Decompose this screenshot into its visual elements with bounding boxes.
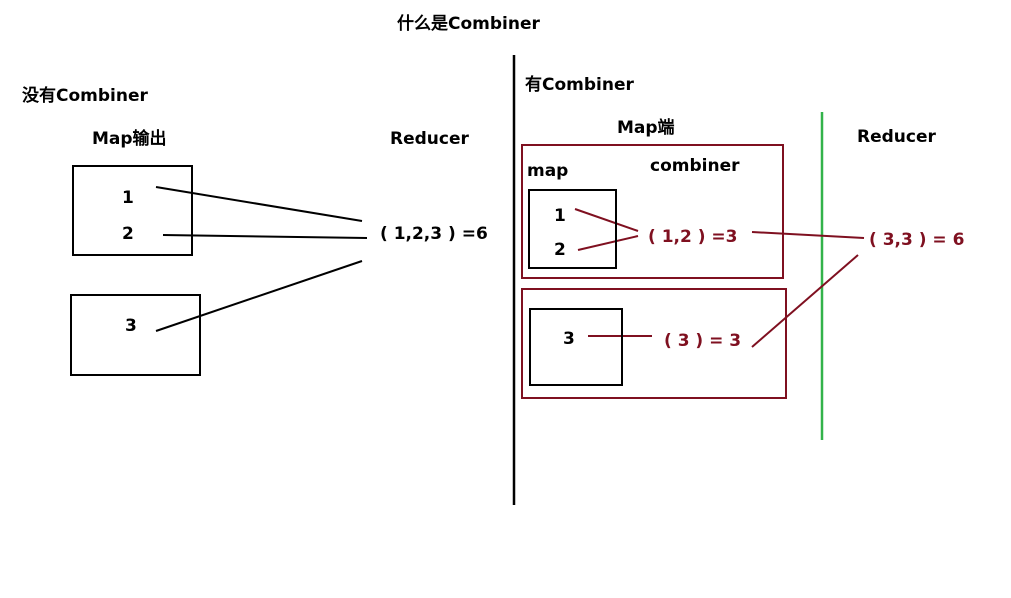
right-heading: 有Combiner [525,75,634,95]
left-reduce-result: ( 1,2,3 ) =6 [380,224,488,244]
map-box-2 [529,308,623,386]
left-box1-value-2: 2 [122,224,134,244]
left-box2-value-1: 3 [125,316,137,336]
connector-left-3 [155,260,363,332]
connector-combine1-reducer [751,231,865,239]
map-output-label: Map输出 [92,129,167,149]
map-side-label: Map端 [617,118,675,138]
combine1-result: ( 1,2 ) =3 [648,227,738,247]
connector-left-2 [162,234,368,239]
right-box2-value-1: 3 [563,329,575,349]
right-box1-value-2: 2 [554,240,566,260]
right-reducer-label: Reducer [857,127,936,147]
map-label: map [527,161,569,181]
combine2-result: ( 3 ) = 3 [664,331,742,351]
left-reducer-label: Reducer [390,129,469,149]
left-map-box-1 [72,165,193,256]
connector-right-2 [577,235,639,251]
left-box1-value-1: 1 [122,188,134,208]
combiner-label: combiner [650,156,740,176]
map-side-box-1 [521,144,784,279]
connector-right-1 [574,208,639,232]
connector-combine2-reducer [751,254,859,348]
left-map-box-2 [70,294,201,376]
connector-left-1 [155,186,363,222]
right-reduce-result: ( 3,3 ) = 6 [869,230,965,250]
right-box1-value-1: 1 [554,206,566,226]
diagram-title: 什么是Combiner [397,14,540,34]
map-side-box-2 [521,288,787,399]
left-heading: 没有Combiner [22,86,148,106]
map-box-1 [528,189,617,269]
